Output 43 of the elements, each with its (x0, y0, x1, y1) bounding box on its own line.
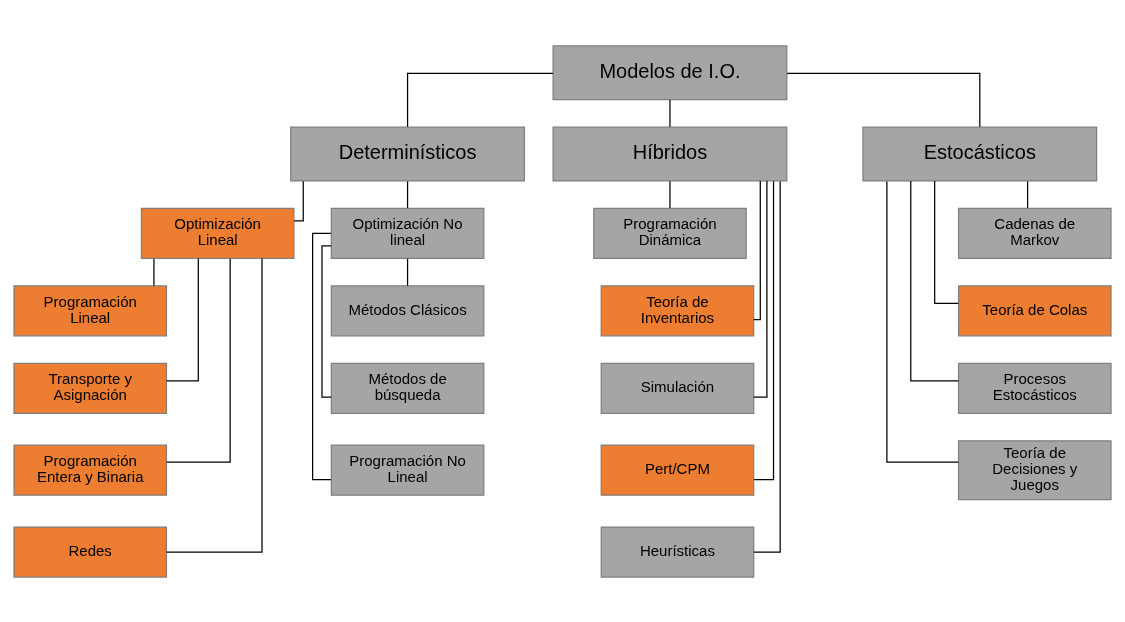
connector (406, 72, 554, 127)
connector (153, 257, 155, 286)
node-box: Transporte y Asignación (13, 362, 168, 414)
node-box: Procesos Estocásticos (957, 362, 1112, 414)
node-box: Optimización No lineal (330, 207, 485, 259)
connector (406, 180, 409, 209)
connector (166, 257, 231, 463)
connector (753, 180, 781, 553)
node-box: Métodos Clásicos (330, 284, 485, 336)
node-box: Híbridos (552, 126, 788, 182)
node-box: Programación No Lineal (330, 444, 485, 496)
connector (321, 244, 332, 398)
connector (669, 180, 671, 209)
connector (312, 232, 332, 480)
node-box: Teoría de Inventarios (600, 284, 755, 336)
node-box: Estocásticos (862, 126, 1098, 182)
node-box: Simulación (600, 362, 755, 414)
node-box: Determinísticos (290, 126, 525, 182)
node-box: Teoría de Decisiones y Juegos (957, 439, 1112, 500)
node-box: Pert/CPM (600, 444, 755, 496)
node-box: Programación Lineal (13, 284, 168, 336)
connector (753, 179, 768, 398)
connector (165, 257, 199, 381)
connector (786, 72, 981, 127)
node-box: Programación Dinámica (593, 207, 747, 259)
connector (669, 98, 671, 127)
connector (165, 257, 263, 553)
connector (1026, 180, 1029, 209)
node-box: Cadenas de Markov (957, 207, 1112, 259)
node-box: Optimización Lineal (140, 207, 295, 259)
node-box: Métodos de búsqueda (330, 362, 485, 414)
node-box: Redes (13, 525, 168, 578)
node-box: Teoría de Colas (957, 284, 1112, 336)
connector (753, 179, 761, 320)
connector (293, 180, 304, 222)
connector (910, 179, 959, 381)
node-box: Modelos de I.O. (552, 44, 788, 100)
connector (753, 180, 775, 480)
connector (406, 257, 409, 286)
node-box: Heurísticas (600, 525, 755, 578)
connector (886, 180, 959, 463)
node-box: Programación Entera y Binaria (13, 444, 168, 496)
connector (934, 180, 959, 304)
